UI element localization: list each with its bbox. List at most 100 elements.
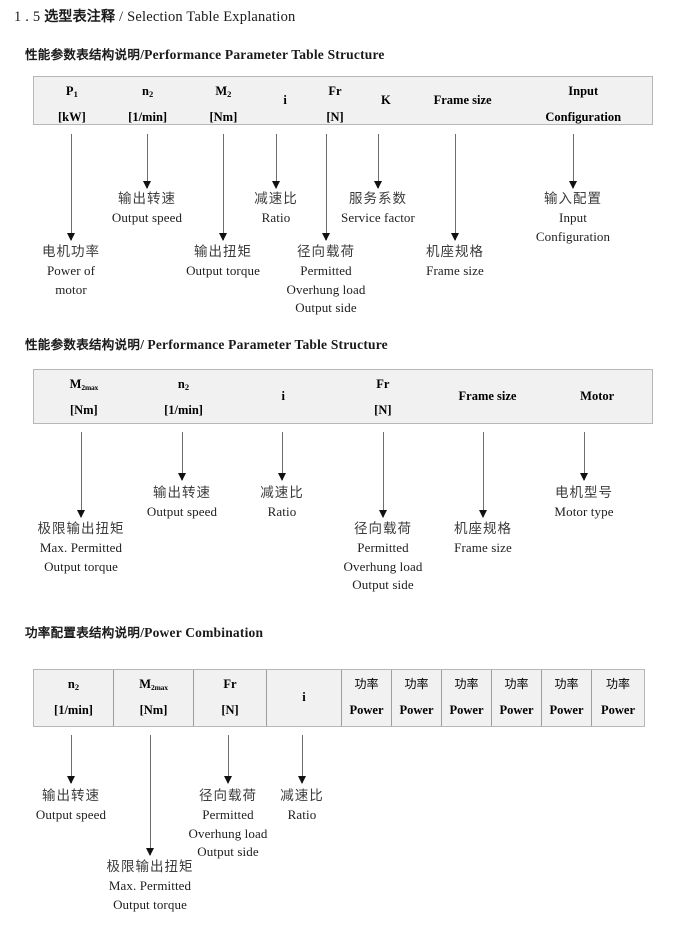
table3-col-i: i xyxy=(266,670,341,726)
label-en-2: Overhung load xyxy=(286,281,366,297)
page-title-en: Selection Table Explanation xyxy=(127,9,296,25)
table1-col-k: K xyxy=(361,77,411,124)
label-en-1: Power of xyxy=(46,263,96,279)
table2-col-n2: n2 [1/min] xyxy=(134,370,234,423)
table1-col-fr-symbol: Fr xyxy=(328,84,342,98)
arrow-to-permitted-overhung-load xyxy=(322,134,330,241)
table1-col-k-symbol: K xyxy=(380,92,391,107)
table2-col-m2max-unit: [Nm] xyxy=(69,403,98,418)
table1-col-input-configuration: Input Configuration xyxy=(514,77,652,124)
table1-col-m2-sub: 2 xyxy=(227,89,232,99)
label-en-1: Ratio xyxy=(287,807,317,823)
label-cn: 径向载荷 xyxy=(198,788,257,804)
table3-col-power-4-en: Power xyxy=(499,702,534,717)
section-heading-cn: 性能参数表结构说明 xyxy=(25,337,141,352)
label-en-1: Motor type xyxy=(554,504,614,520)
table3-col-power-6-cn: 功率 xyxy=(605,677,630,691)
table1-col-p1-symbol: P xyxy=(65,84,74,98)
label-ratio-2: 减速比 Ratio xyxy=(260,484,304,522)
performance-parameter-table-2: M2max [Nm] n2 [1/min] i Fr [N] Frame siz… xyxy=(33,369,653,424)
label-motor-type: 电机型号 Motor type xyxy=(554,484,613,522)
label-en-1: Frame size xyxy=(426,263,484,279)
table3-col-power-3: 功率 Power xyxy=(441,670,491,726)
label-en-2: Configuration xyxy=(535,228,611,244)
table3-col-fr-unit: [N] xyxy=(221,703,239,718)
label-cn: 输入配置 xyxy=(544,191,602,207)
label-cn: 减速比 xyxy=(280,788,324,804)
table3-col-power-2-en: Power xyxy=(399,702,434,717)
label-cn: 电机功率 xyxy=(42,244,100,260)
label-en-1: Service factor xyxy=(341,210,415,226)
table3-col-power-2-cn: 功率 xyxy=(404,677,429,691)
label-cn: 电机型号 xyxy=(554,485,613,501)
table3-col-m2max-unit: [Nm] xyxy=(139,703,168,718)
table3-col-power-1-en: Power xyxy=(349,702,384,717)
label-input-configuration: 输入配置 Input Configuration xyxy=(536,190,610,246)
power-combination-table: n2 [1/min] M2max [Nm] Fr [N] i 功率 Power … xyxy=(33,669,645,727)
label-cn: 输出扭矩 xyxy=(194,244,252,260)
arrow-to-ratio-2 xyxy=(278,432,286,481)
label-cn: 径向载荷 xyxy=(296,244,355,260)
label-cn: 径向载荷 xyxy=(353,521,412,537)
table1-col-input-configuration-symbol: Input xyxy=(568,84,599,98)
arrow-to-ratio xyxy=(272,134,280,189)
label-en-2: motor xyxy=(55,281,87,297)
table2-col-m2max-sub: 2max xyxy=(81,383,99,392)
label-en-1: Input xyxy=(559,210,587,226)
label-service-factor: 服务系数 Service factor xyxy=(341,190,415,228)
table3-col-fr-symbol: Fr xyxy=(223,677,237,691)
label-cn: 服务系数 xyxy=(348,191,407,207)
table3-col-power-3-cn: 功率 xyxy=(454,677,479,691)
table1-col-i: i xyxy=(261,77,309,124)
table3-col-n2-sub: 2 xyxy=(74,682,80,692)
table1-col-n2: n2 [1/min] xyxy=(110,77,186,124)
label-en-2: Overhung load xyxy=(188,825,268,841)
label-output-speed-2: 输出转速 Output speed xyxy=(147,484,217,522)
table3-col-power-1-cn: 功率 xyxy=(354,677,379,691)
section-heading-performance-1: 性能参数表结构说明/Performance Parameter Table St… xyxy=(25,44,385,63)
label-en-1: Output speed xyxy=(111,210,183,226)
table3-col-power-4-cn: 功率 xyxy=(504,677,529,691)
label-permitted-overhung-load-2: 径向载荷 Permitted Overhung load Output side xyxy=(344,520,423,595)
arrow-to-permitted-overhung-load-2 xyxy=(379,432,387,518)
label-en-2: Output torque xyxy=(113,896,187,912)
label-permitted-overhung-load-1: 径向载荷 Permitted Overhung load Output side xyxy=(287,243,366,318)
arrow-to-frame-size-2 xyxy=(479,432,487,518)
label-en-3: Output side xyxy=(197,844,259,860)
label-cn: 减速比 xyxy=(260,485,304,501)
table1-col-frame-size: Frame size xyxy=(411,77,515,124)
table1-col-fr: Fr [N] xyxy=(309,77,361,124)
label-cn: 输出转速 xyxy=(117,191,176,207)
table3-col-power-5-cn: 功率 xyxy=(554,677,579,691)
table1-col-frame-size-symbol: Frame size xyxy=(433,92,492,107)
label-en-1: Ratio xyxy=(261,210,291,226)
section-heading-sep: / xyxy=(140,47,145,62)
table2-col-fr-symbol: Fr xyxy=(376,377,390,391)
table2-col-n2-symbol: n xyxy=(177,377,185,391)
table3-col-power-6-en: Power xyxy=(600,702,635,717)
table2-col-motor-symbol: Motor xyxy=(580,388,615,403)
table1-col-p1-sub: 1 xyxy=(73,89,78,99)
label-ratio-1: 减速比 Ratio xyxy=(254,190,298,228)
table3-col-power-1: 功率 Power xyxy=(341,670,391,726)
label-ratio-3: 减速比 Ratio xyxy=(280,787,324,825)
table3-col-power-2: 功率 Power xyxy=(391,670,441,726)
section-heading-cn: 性能参数表结构说明 xyxy=(25,47,141,62)
arrow-to-input-configuration xyxy=(569,134,577,189)
section-heading-en: Performance Parameter Table Structure xyxy=(144,47,385,62)
table3-col-power-5: 功率 Power xyxy=(541,670,591,726)
table3-col-n2-unit: [1/min] xyxy=(54,703,93,718)
label-en-1: Permitted xyxy=(300,263,352,279)
label-power-of-motor: 电机功率 Power of motor xyxy=(42,243,100,299)
arrow-to-frame-size xyxy=(451,134,459,241)
label-permitted-overhung-load-3: 径向载荷 Permitted Overhung load Output side xyxy=(189,787,268,862)
label-en-1: Permitted xyxy=(202,807,254,823)
section-heading-sep: / xyxy=(140,625,145,640)
label-output-speed-3: 输出转速 Output speed xyxy=(36,787,106,825)
label-frame-size-2: 机座规格 Frame size xyxy=(454,520,512,558)
label-en-1: Ratio xyxy=(267,504,297,520)
section-heading-sep: / xyxy=(140,337,145,352)
label-en-1: Output speed xyxy=(35,807,107,823)
table2-col-fr-unit: [N] xyxy=(374,403,392,418)
label-en-2: Output torque xyxy=(44,558,118,574)
